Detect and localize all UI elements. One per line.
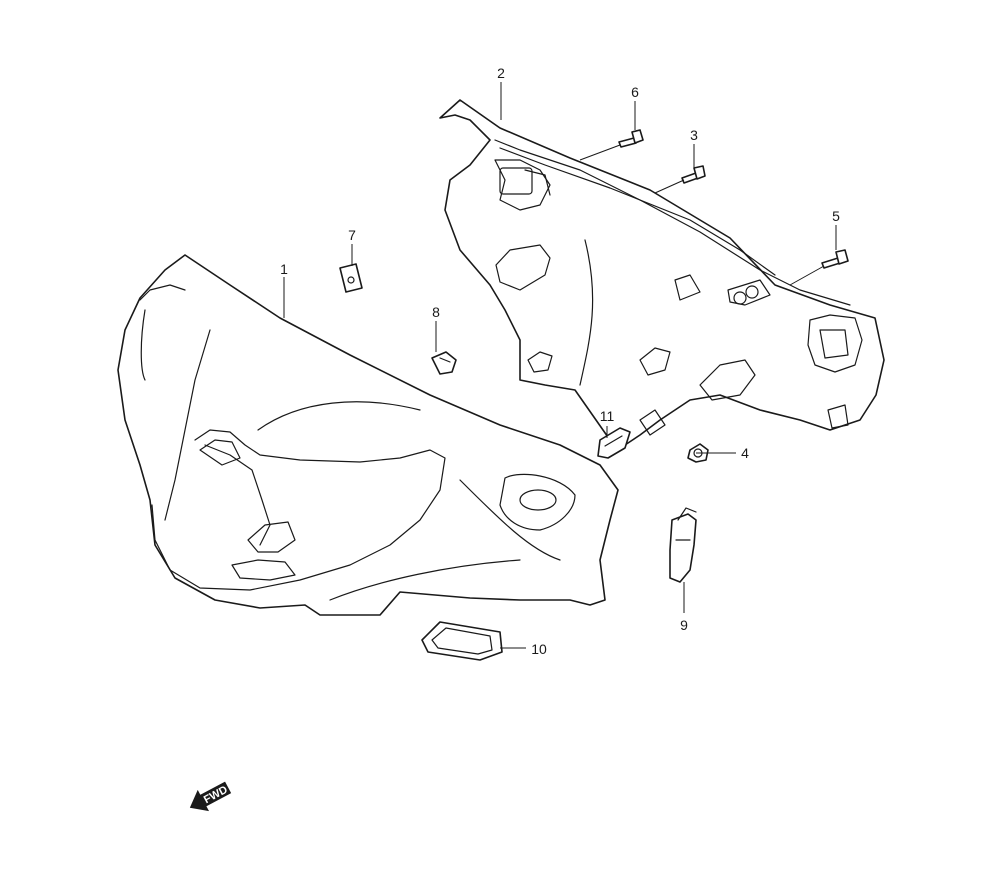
callout-1: 1 [280, 261, 288, 277]
callout-4: 4 [741, 445, 749, 461]
callout-2: 2 [497, 65, 505, 81]
forward-arrow-icon: FWD [189, 781, 232, 812]
part-11-bracket [597, 427, 631, 459]
callout-8: 8 [432, 304, 440, 320]
callout-9: 9 [680, 617, 688, 633]
part-3-screw [681, 165, 706, 184]
part-1-front-cover [117, 254, 619, 616]
callout-6: 6 [631, 84, 639, 100]
leader-lines [283, 82, 837, 649]
callouts: 1 2 3 4 5 6 7 8 9 10 11 [280, 65, 840, 657]
part-6-screw [618, 129, 644, 148]
callout-5: 5 [832, 208, 840, 224]
part-10-pad [421, 621, 503, 661]
callout-7: 7 [348, 227, 356, 243]
callout-11: 11 [600, 408, 615, 424]
callout-3: 3 [690, 127, 698, 143]
part-7-clip [339, 263, 363, 293]
fwd-label: FWD [202, 784, 230, 806]
part-5-screw [821, 249, 849, 269]
callout-10: 10 [531, 641, 547, 657]
part-8-grommet [431, 351, 457, 375]
part-2-rear-cover [439, 99, 885, 446]
part-9-bracket [669, 507, 697, 583]
